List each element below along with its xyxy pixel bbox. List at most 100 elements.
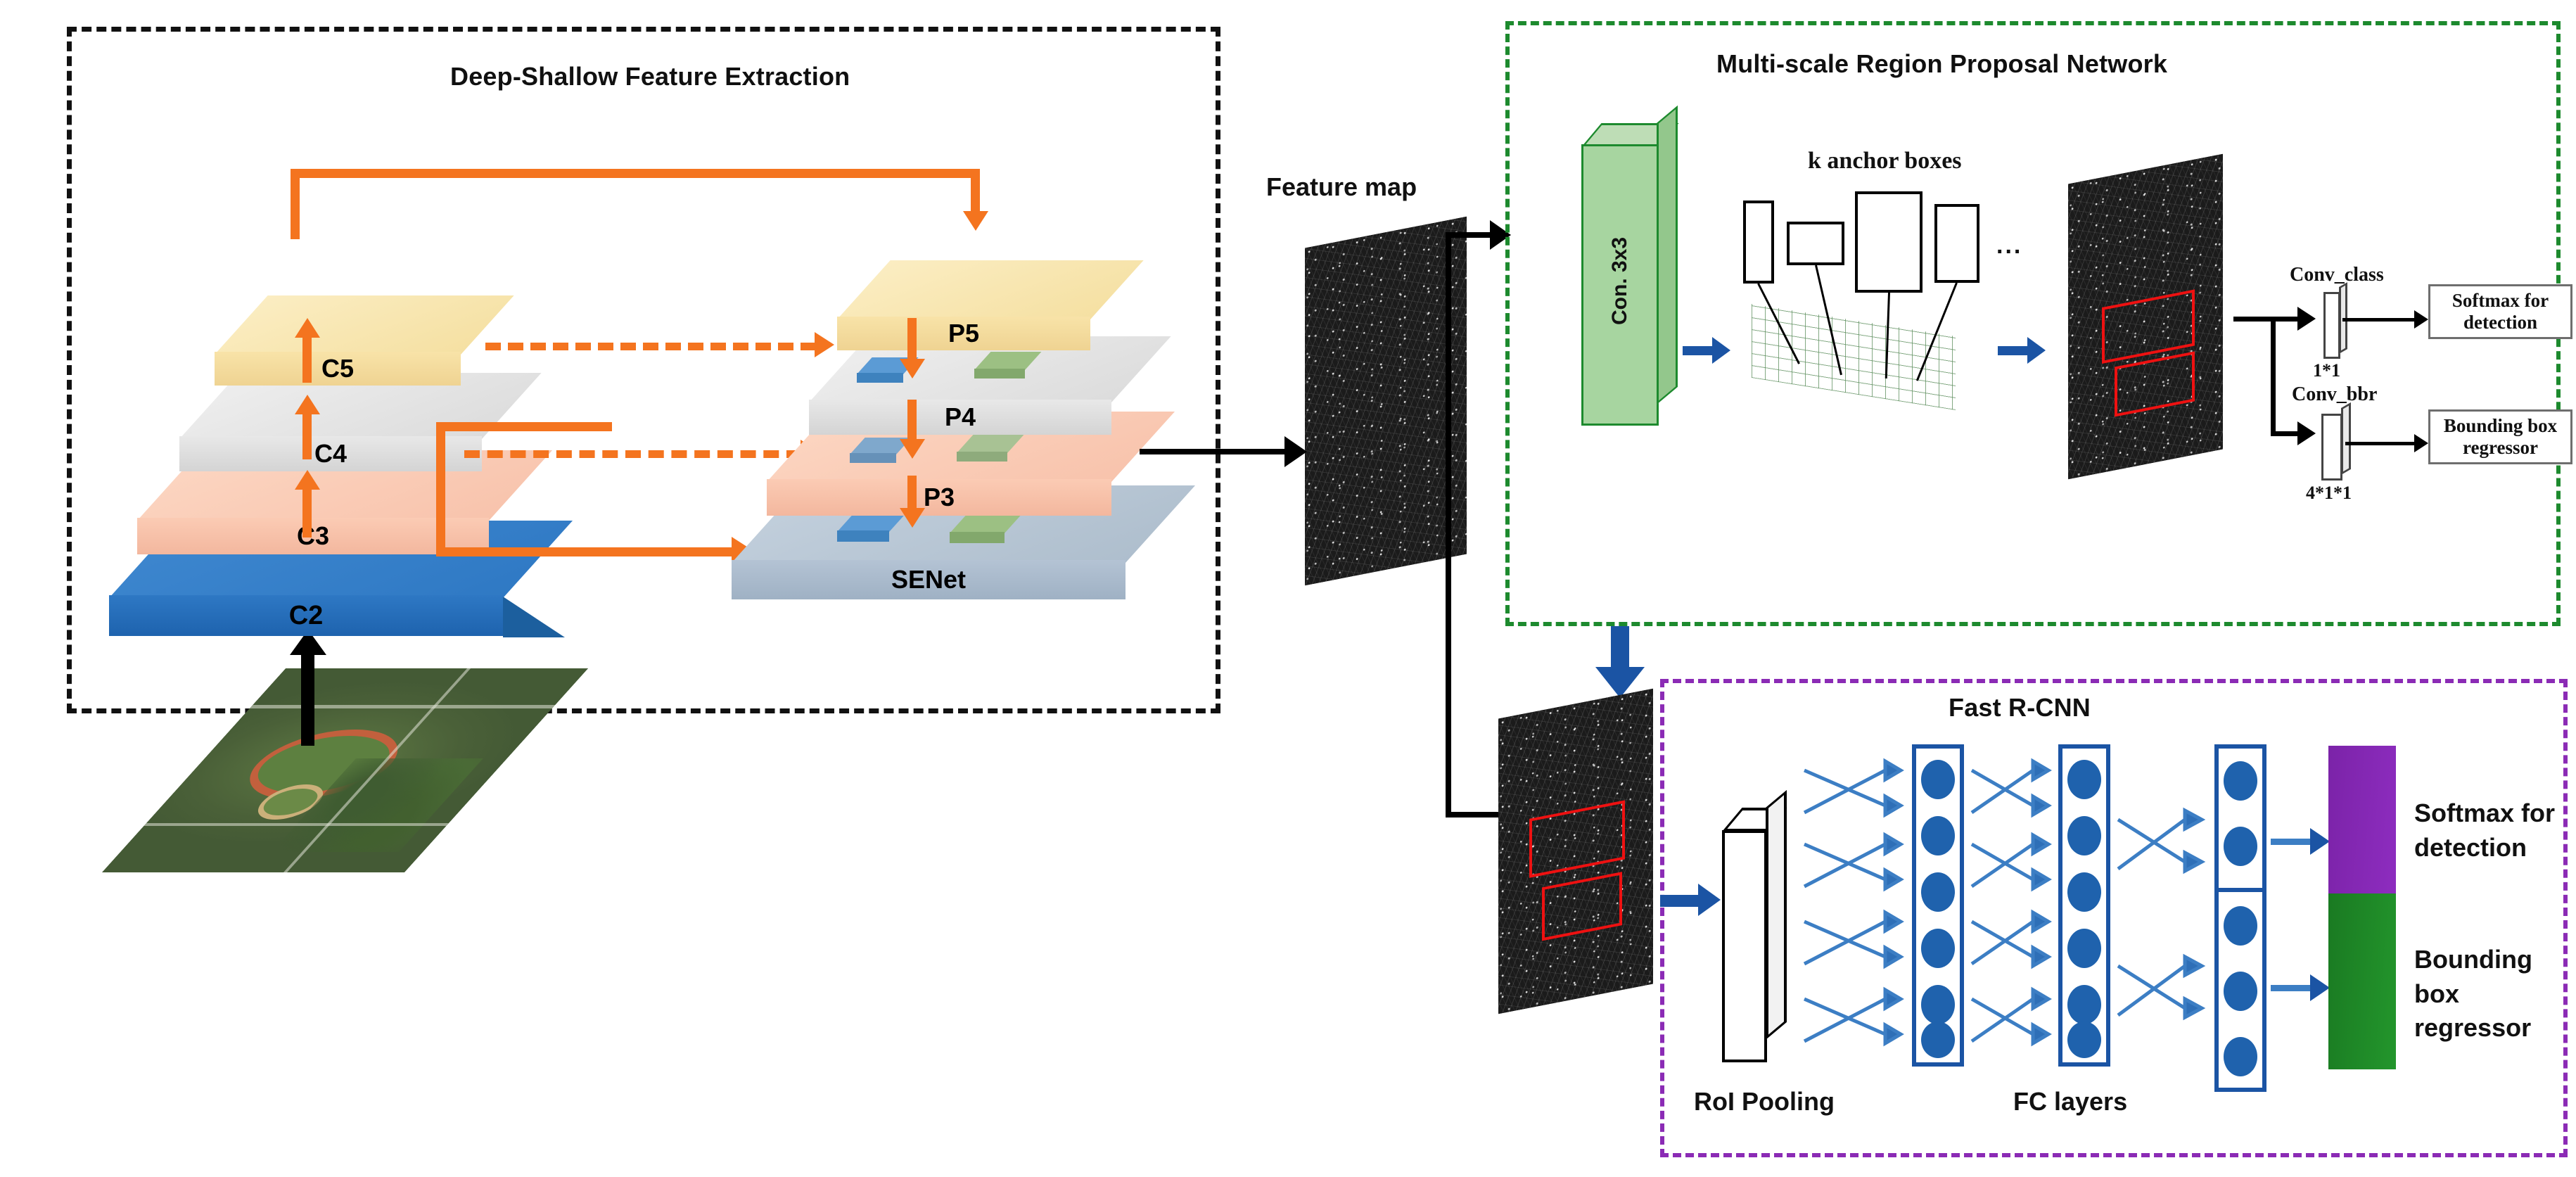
featuremap-split-vertical xyxy=(1446,232,1451,570)
c3-branch-top xyxy=(436,422,612,431)
rpnmap-to-convclass-shaft xyxy=(2271,317,2302,322)
backbone-level-c3: C3 xyxy=(137,450,553,554)
pyramid-label-p3: P3 xyxy=(767,479,1111,516)
c4-to-c5-arrow-head xyxy=(295,318,320,338)
roi-pooling-label: RoI Pooling xyxy=(1694,1087,1835,1116)
anchor-box-2 xyxy=(1787,222,1844,265)
conv-class-label: Conv_class xyxy=(2290,264,2384,286)
roi-pooling-block-side xyxy=(1766,789,1787,1040)
backbone-level-c2: C2 xyxy=(109,521,573,636)
rpnmap-to-convbbr-shaft xyxy=(2271,431,2302,436)
conv-to-grid-arrow-shaft xyxy=(1683,346,1715,355)
rpnmap-to-convbbr-head xyxy=(2297,421,2316,445)
panel-title-fast-rcnn: Fast R-CNN xyxy=(1949,693,2091,722)
fc1-node-4 xyxy=(1921,929,1955,968)
input-to-c2-arrow-shaft xyxy=(301,647,314,746)
conv-bbr-block xyxy=(2321,414,2342,481)
p4-to-p3-arrow-head xyxy=(900,439,925,459)
rpn-bbox-box: Bounding box regressor xyxy=(2428,409,2572,464)
reg-head-node-3 xyxy=(2224,1037,2257,1076)
reg-head-node-2 xyxy=(2224,972,2257,1011)
featuremap-to-frcnn-vertical xyxy=(1446,564,1451,817)
fc2-node-5 xyxy=(2067,985,2101,1024)
pyramid-label-senet: SENet xyxy=(732,560,1126,599)
panel-title-feature-extraction: Deep-Shallow Feature Extraction xyxy=(450,62,850,91)
p4-to-p3-arrow-shaft xyxy=(907,400,917,445)
backbone-c2-side xyxy=(503,597,565,637)
conv-bbr-block-side xyxy=(2341,402,2351,475)
grid-to-rpnmap-arrow-head xyxy=(2027,337,2046,364)
featuremap-to-frcnn-shaft xyxy=(1446,812,1516,817)
backbone-label-c2: C2 xyxy=(109,595,503,636)
c2-to-c3-arrow-head xyxy=(295,470,320,490)
p4-blue-block xyxy=(857,357,919,383)
c5-top-riser xyxy=(291,169,300,239)
k-anchor-boxes-label: k anchor boxes xyxy=(1808,148,1962,174)
p5-to-p4-arrow-shaft xyxy=(907,318,917,364)
reg-head-node-1 xyxy=(2224,906,2257,946)
backbone-label-c3: C3 xyxy=(137,518,489,554)
fc2-node-1 xyxy=(2067,760,2101,799)
fc2-to-reg-head-connections xyxy=(2115,948,2206,1033)
backbone-to-featuremap-head xyxy=(1284,436,1307,467)
roi-to-fc1-connections xyxy=(1801,746,1906,1069)
p5-to-p4-arrow-head xyxy=(900,359,925,378)
frcnn-softmax-block xyxy=(2328,746,2396,922)
conv3x3-label: Con. 3x3 xyxy=(1608,236,1631,325)
cls-head-to-softmax-head xyxy=(2310,828,2330,855)
p3-to-senet-arrow-shaft xyxy=(907,476,917,514)
c5-to-p5-arrow-head xyxy=(963,211,988,231)
c3-to-senet-horizontal xyxy=(436,547,739,556)
backbone-to-featuremap-shaft xyxy=(1140,449,1287,454)
fc2-node-3 xyxy=(2067,872,2101,912)
conv-class-size-label: 1*1 xyxy=(2313,360,2340,381)
pyramid-level-p4: P4 xyxy=(809,336,1171,435)
cls-head-node-1 xyxy=(2224,761,2257,801)
c2-to-c3-arrow-shaft xyxy=(302,485,312,537)
backbone-label-c4: C4 xyxy=(179,436,482,471)
frcnn-bbox-block xyxy=(2328,893,2396,1069)
convclass-to-softmax-shaft xyxy=(2342,318,2420,322)
c4-to-p4-arrow-head xyxy=(815,332,834,357)
pyramid-label-p5: P5 xyxy=(837,317,1090,350)
senet-blue-block xyxy=(837,514,906,542)
p3-to-senet-arrow-head xyxy=(900,508,925,528)
grid-to-rpnmap-arrow-shaft xyxy=(1998,346,2030,355)
rpnmap-to-convclass-head xyxy=(2297,307,2316,331)
frcnnmap-to-roi-arrow-head xyxy=(1698,884,1721,916)
fc2-to-cls-head-connections xyxy=(2115,802,2206,886)
c3-to-senet-riser xyxy=(436,422,445,556)
senet-green-block xyxy=(950,514,1023,543)
c4-to-c5-arrow-shaft xyxy=(302,333,312,383)
rpn-to-frcnn-arrow-shaft xyxy=(1611,626,1629,670)
anchor-box-4 xyxy=(1934,204,1979,283)
pyramid-level-p5: P5 xyxy=(837,260,1144,350)
fc1-node-6 xyxy=(1921,1022,1955,1058)
c4-to-p4-dashed-line xyxy=(485,343,816,350)
center-feature-map xyxy=(1305,216,1467,586)
rpnmap-branch-vertical xyxy=(2271,317,2276,436)
pyramid-label-p4: P4 xyxy=(809,400,1111,435)
backbone-level-c5: C5 xyxy=(215,295,514,386)
backbone-label-c5: C5 xyxy=(215,352,461,386)
p3-green-block xyxy=(957,435,1024,462)
backbone-level-c4: C4 xyxy=(179,373,542,471)
conv3x3-block-side xyxy=(1657,105,1678,405)
rpn-feature-map xyxy=(2068,153,2223,480)
anchor-box-1 xyxy=(1743,201,1774,284)
reg-head-to-bbox-shaft xyxy=(2271,985,2314,991)
frcnnmap-to-roi-arrow-shaft xyxy=(1660,895,1701,907)
conv-to-grid-arrow-head xyxy=(1712,337,1730,364)
feature-map-label: Feature map xyxy=(1266,172,1417,201)
frcnn-bbox-label: Bounding box regressor xyxy=(2414,945,2532,1043)
conv-bbr-size-label: 4*1*1 xyxy=(2306,483,2352,503)
frcnn-feature-map xyxy=(1498,688,1653,1014)
fc-layers-label: FC layers xyxy=(2013,1087,2128,1116)
c3-to-p3-dashed-line xyxy=(464,450,802,458)
c3-to-c4-arrow-head xyxy=(295,395,320,414)
featuremap-to-rpn-shaft xyxy=(1446,232,1495,238)
fc1-to-fc2-connections xyxy=(1968,746,2053,1069)
convbbr-to-bbox-head xyxy=(2414,434,2428,452)
fc1-node-5 xyxy=(1921,985,1955,1024)
convclass-to-softmax-head xyxy=(2414,310,2428,329)
